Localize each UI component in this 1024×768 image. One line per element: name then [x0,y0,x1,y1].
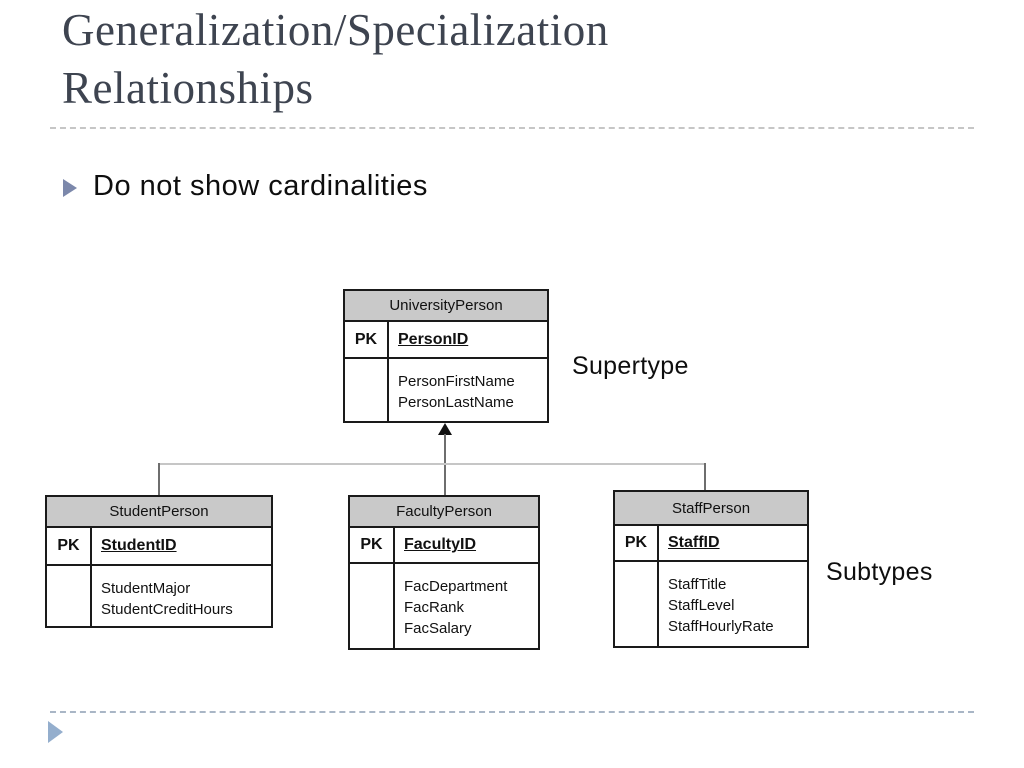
pk-tag: PK [615,526,659,560]
pk-empty-cell [350,564,395,648]
attribute-line: FacRank [404,599,465,616]
entity-header: StaffPerson [615,492,807,526]
footer-triangle-icon [48,721,63,743]
pk-attribute: PersonID [398,330,469,348]
entity-header: UniversityPerson [345,291,547,322]
entity-table-universityperson: UniversityPerson PK PersonID PersonFirst… [343,289,549,423]
pk-tag: PK [47,528,92,564]
supertype-label: Supertype [572,352,689,380]
pk-empty-cell [615,562,659,646]
connector-stub-left [158,463,160,495]
pk-row: PK StaffID [615,526,807,562]
slide-title: Generalization/Specialization Relationsh… [62,5,609,113]
attributes-cell: StudentMajor StudentCreditHours [92,566,233,626]
pk-row: PK StudentID [47,528,271,566]
pk-empty-cell [47,566,92,626]
pk-attribute: StudentID [101,537,177,554]
entity-header: StudentPerson [47,497,271,528]
attribute-line: FacSalary [404,620,472,637]
subtypes-label: Subtypes [826,558,933,586]
attributes-row: PersonFirstName PersonLastName [345,359,547,421]
entity-table-staffperson: StaffPerson PK StaffID StaffTitle StaffL… [613,490,809,648]
footer-divider [50,711,974,713]
pk-row: PK FacultyID [350,528,538,564]
pk-tag: PK [345,322,389,357]
attribute-line: StudentMajor [101,580,191,597]
attribute-line: StaffTitle [668,576,727,593]
attribute-line: StaffLevel [668,597,735,614]
bullet-item: Do not show cardinalities [63,170,428,203]
attributes-row: StudentMajor StudentCreditHours [47,566,271,626]
attributes-cell: FacDepartment FacRank FacSalary [395,564,507,648]
connector-stub-right [704,463,706,490]
generalization-arrow-icon [438,423,452,435]
pk-attribute: FacultyID [404,536,477,553]
pk-row: PK PersonID [345,322,547,359]
attribute-line: StaffHourlyRate [668,618,774,635]
pk-empty-cell [345,359,389,421]
entity-table-studentperson: StudentPerson PK StudentID StudentMajor … [45,495,273,628]
attributes-row: StaffTitle StaffLevel StaffHourlyRate [615,562,807,646]
pk-tag: PK [350,528,395,562]
bullet-triangle-icon [63,178,77,197]
attribute-line: PersonFirstName [398,373,515,390]
attribute-line: PersonLastName [398,394,514,411]
attribute-line: FacDepartment [404,578,508,595]
attribute-line: StudentCreditHours [101,601,233,618]
attributes-cell: StaffTitle StaffLevel StaffHourlyRate [659,562,774,646]
pk-attribute: StaffID [668,534,720,551]
attributes-cell: PersonFirstName PersonLastName [389,359,515,421]
entity-header: FacultyPerson [350,497,538,528]
title-divider [50,127,974,129]
connector-horizontal-line [158,463,706,465]
bullet-text: Do not show cardinalities [93,170,428,202]
attributes-row: FacDepartment FacRank FacSalary [350,564,538,648]
entity-table-facultyperson: FacultyPerson PK FacultyID FacDepartment… [348,495,540,650]
